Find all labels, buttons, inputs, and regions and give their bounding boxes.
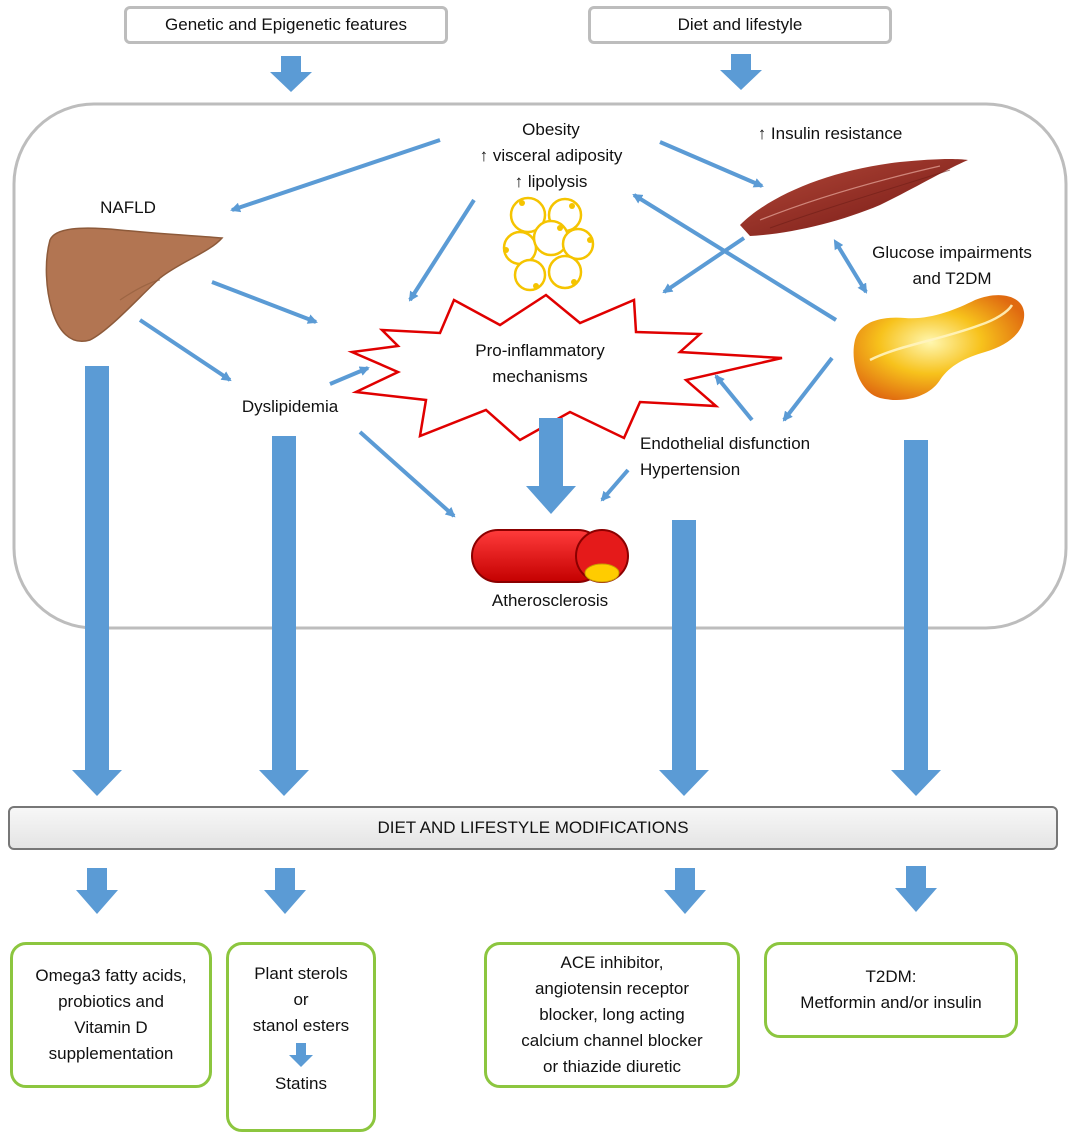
omega-line-1: Omega3 fatty acids, (35, 966, 187, 985)
ace-line-1: ACE inhibitor, (560, 953, 664, 972)
muscle-icon (740, 158, 968, 236)
proinflammatory-label: Pro-inflammatory mechanisms (440, 338, 640, 390)
endothelial-line-1: Endothelial disfunction (640, 434, 811, 453)
obesity-label: Obesity ↑ visceral adiposity ↑ lipolysis (446, 117, 656, 195)
dyslipidemia-label: Dyslipidemia (241, 397, 339, 416)
long-arrow-glucose (891, 440, 941, 796)
inflammation-burst (347, 293, 783, 442)
ace-treatment-box: ACE inhibitor, angiotensin receptor bloc… (484, 942, 740, 1088)
arrow-inflammation-to-atherosclerosis (526, 418, 576, 514)
long-arrow-endothelial (659, 520, 709, 796)
input-arrow-genetic (270, 56, 312, 92)
arrow-to-ace (664, 868, 706, 914)
arrow-nafld-to-dyslipidemia (138, 318, 232, 382)
arrow-nafld-to-inflammation (211, 280, 318, 324)
artery-icon (471, 529, 629, 583)
t2dm-treatment-box: T2DM: Metformin and/or insulin (764, 942, 1018, 1038)
ace-line-2: angiotensin receptor (534, 979, 690, 998)
long-arrow-nafld (72, 366, 122, 796)
atherosclerosis-label: Atherosclerosis (491, 591, 609, 610)
glucose-t2dm-label: Glucose impairments and T2DM (852, 240, 1052, 292)
genetic-epigenetic-box: Genetic and Epigenetic features (124, 6, 448, 44)
ace-line-5: or thiazide diuretic (543, 1057, 681, 1076)
arrow-obesity-to-nafld (230, 138, 441, 213)
ace-line-3: blocker, long acting (539, 1005, 685, 1024)
endothelial-label: Endothelial disfunction Hypertension (640, 431, 850, 483)
arrow-to-t2dm (895, 866, 937, 912)
arrow-sterols-to-statins (289, 1043, 313, 1067)
diet-lifestyle-label: Diet and lifestyle (677, 15, 803, 34)
arrow-muscle-to-inflammation (662, 236, 746, 294)
arrow-dyslipidemia-to-atherosclerosis (358, 430, 456, 518)
arrow-pancreas-to-obesity (632, 193, 838, 322)
omega-line-2: probiotics and (58, 992, 164, 1011)
arrow-obesity-to-muscle (659, 140, 764, 188)
arrow-endothelial-to-inflammation (714, 374, 754, 422)
arrow-endothelial-to-atherosclerosis (600, 468, 630, 502)
long-arrow-dyslipidemia (259, 436, 309, 796)
omega-line-3: Vitamin D (74, 1018, 148, 1037)
genetic-epigenetic-label: Genetic and Epigenetic features (165, 15, 407, 34)
sterols-treatment-box: Plant sterols or stanol esters Statins (226, 942, 376, 1132)
omega-treatment-box: Omega3 fatty acids, probiotics and Vitam… (10, 942, 212, 1088)
insulin-resistance-label: ↑ Insulin resistance (757, 124, 903, 143)
t2dm-line-1: T2DM: (865, 967, 917, 986)
arrow-muscle-pancreas (833, 239, 868, 294)
omega-line-4: supplementation (48, 1044, 174, 1063)
arrow-to-omega (76, 868, 118, 914)
sterols-line-2: or (293, 990, 309, 1009)
statins-label: Statins (275, 1074, 327, 1093)
arrow-adipose-to-inflammation (408, 198, 476, 302)
diet-lifestyle-box: Diet and lifestyle (588, 6, 892, 44)
sterols-line-3: stanol esters (252, 1016, 350, 1035)
liver-icon (45, 227, 224, 343)
glucose-line-1: Glucose impairments (872, 243, 1032, 262)
arrow-pancreas-to-endothelial (782, 356, 834, 422)
obesity-line-2: ↑ visceral adiposity (479, 146, 623, 165)
diet-lifestyle-modifications-banner: DIET AND LIFESTYLE MODIFICATIONS (8, 806, 1058, 850)
obesity-line-3: ↑ lipolysis (514, 172, 588, 191)
ace-line-4: calcium channel blocker (521, 1031, 703, 1050)
sterols-line-1: Plant sterols (254, 964, 348, 983)
input-arrow-diet (720, 54, 762, 90)
nafld-label: NAFLD (100, 198, 156, 217)
glucose-line-2: and T2DM (912, 269, 992, 288)
t2dm-line-2: Metformin and/or insulin (800, 993, 982, 1012)
pancreas-icon (853, 295, 1025, 400)
proinflammatory-line-2: mechanisms (492, 367, 588, 386)
arrow-to-sterols (264, 868, 306, 914)
arrow-dyslipidemia-to-inflammation (329, 366, 370, 386)
obesity-line-1: Obesity (522, 120, 580, 139)
pathophysiology-region (12, 102, 1068, 630)
banner-label: DIET AND LIFESTYLE MODIFICATIONS (377, 818, 689, 837)
adipose-cells-icon (502, 196, 595, 292)
endothelial-line-2: Hypertension (640, 460, 741, 479)
proinflammatory-line-1: Pro-inflammatory (475, 341, 605, 360)
